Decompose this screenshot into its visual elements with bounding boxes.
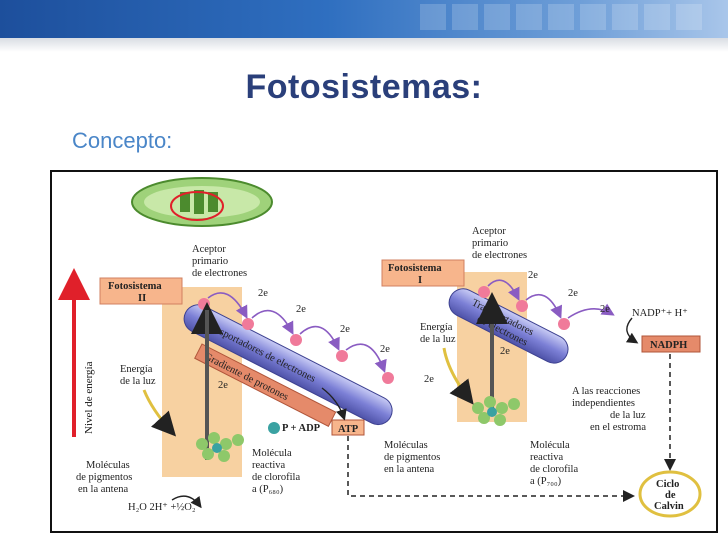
two-e-label-2: 2e: [296, 304, 306, 315]
electron-hop-arrows: [207, 279, 615, 374]
water-splitting-label: H₂O 2H⁺ +½O₂: [128, 502, 196, 513]
reactive-ps2-line3: de clorofila: [252, 472, 300, 483]
dark-reactions-line1: A las reacciones: [572, 386, 640, 397]
atp-reactants-label: P + ADP: [282, 423, 321, 434]
atp-label: ATP: [338, 424, 359, 435]
ps2-label-box: [99, 277, 183, 305]
ps2-label-line2: II: [138, 293, 146, 304]
reactive-ps1-line1: Molécula: [530, 440, 570, 451]
dark-reactions-line4: en el estroma: [590, 422, 646, 433]
pigments-ps1-line2: de pigmentos: [384, 452, 440, 463]
acceptor-ps1-line3: de electrones: [472, 250, 527, 261]
ps1-label-line2: I: [418, 275, 422, 286]
nadph-arrow: [625, 317, 639, 344]
two-e-label-8: 2e: [424, 374, 434, 385]
atp-to-calvin-dashed: [347, 436, 635, 502]
light-ps2-arrow: [142, 389, 177, 437]
calvin-cycle-icon: [638, 470, 702, 518]
reactive-ps1-line3: de clorofila: [530, 464, 578, 475]
atp-arrow: [321, 387, 347, 421]
pigment-cluster-ps2: [196, 432, 244, 462]
dark-reactions-line3: de la luz: [610, 410, 646, 421]
slide-subtitle: Concepto:: [72, 128, 173, 153]
calvin-line2: de: [665, 490, 676, 501]
reactive-ps1-line2: reactiva: [530, 452, 564, 463]
slide-title: Fotosistemas:: [245, 68, 483, 106]
acceptor-ps1-line1: Aceptor: [472, 226, 506, 237]
acceptor-ps2-line3: de electrones: [192, 268, 247, 279]
photosystem-diagram: Nivel de energía Fotosistema II Fotosist…: [50, 170, 718, 533]
two-e-label-3: 2e: [340, 324, 350, 335]
dark-reactions-line2: independientes: [572, 398, 635, 409]
two-e-label-5: 2e: [528, 270, 538, 281]
header-banner: [0, 0, 728, 38]
pigments-ps2-line3: en la antena: [78, 484, 128, 495]
reactive-ps2-line1: Molécula: [252, 448, 292, 459]
acceptor-ps1-line2: primario: [472, 238, 508, 249]
acceptor-ps2-line2: primario: [192, 256, 228, 267]
ps1-label-line1: Fotosistema: [388, 263, 442, 274]
two-e-label-7: 2e: [600, 304, 610, 315]
ps1-label-box: [381, 259, 465, 287]
pigments-ps1-line1: Moléculas: [384, 440, 428, 451]
atp-box: [331, 419, 365, 436]
light-ps1-line1: Energía: [420, 322, 453, 333]
acceptor-ps2-line1: Aceptor: [192, 244, 226, 255]
reactive-ps2-line2: reactiva: [252, 460, 286, 471]
water-arrow: [171, 495, 202, 509]
light-ps2-line2: de la luz: [120, 376, 156, 387]
chloroplast-icon: [131, 177, 273, 227]
energy-axis-label: Nivel de energía: [83, 361, 95, 434]
phosphate-icon: [268, 422, 280, 434]
banner-shadow: [0, 38, 728, 52]
two-e-label-ps1: 2e: [500, 346, 510, 357]
nadph-label: NADPH: [650, 340, 687, 351]
light-ps2-line1: Energía: [120, 364, 153, 375]
light-ps1-line2: de la luz: [420, 334, 456, 345]
pigments-ps2-line1: Moléculas: [86, 460, 130, 471]
light-ps1-arrow: [442, 347, 474, 405]
diagram-svg: Nivel de energía Fotosistema II Fotosist…: [58, 177, 702, 518]
nadph-box: [641, 335, 701, 353]
pigments-ps2-line2: de pigmentos: [76, 472, 132, 483]
two-e-label-6: 2e: [568, 288, 578, 299]
nadp-reactants-label: NADP⁺+ H⁺: [632, 308, 688, 319]
two-e-label-4: 2e: [380, 344, 390, 355]
two-e-label-ps2: 2e: [218, 380, 228, 391]
calvin-line3: Calvin: [654, 501, 684, 512]
reactive-ps1-line4: a (P₇₀₀): [530, 476, 562, 487]
two-e-label-1: 2e: [258, 288, 268, 299]
reactive-ps2-line4: a (P₆₈₀): [252, 484, 284, 495]
pigments-ps1-line3: en la antena: [384, 464, 434, 475]
pigment-cluster-ps1: [472, 396, 520, 426]
ps2-label-line1: Fotosistema: [108, 281, 162, 292]
calvin-line1: Ciclo: [656, 479, 679, 490]
electron-carriers: [198, 286, 570, 384]
